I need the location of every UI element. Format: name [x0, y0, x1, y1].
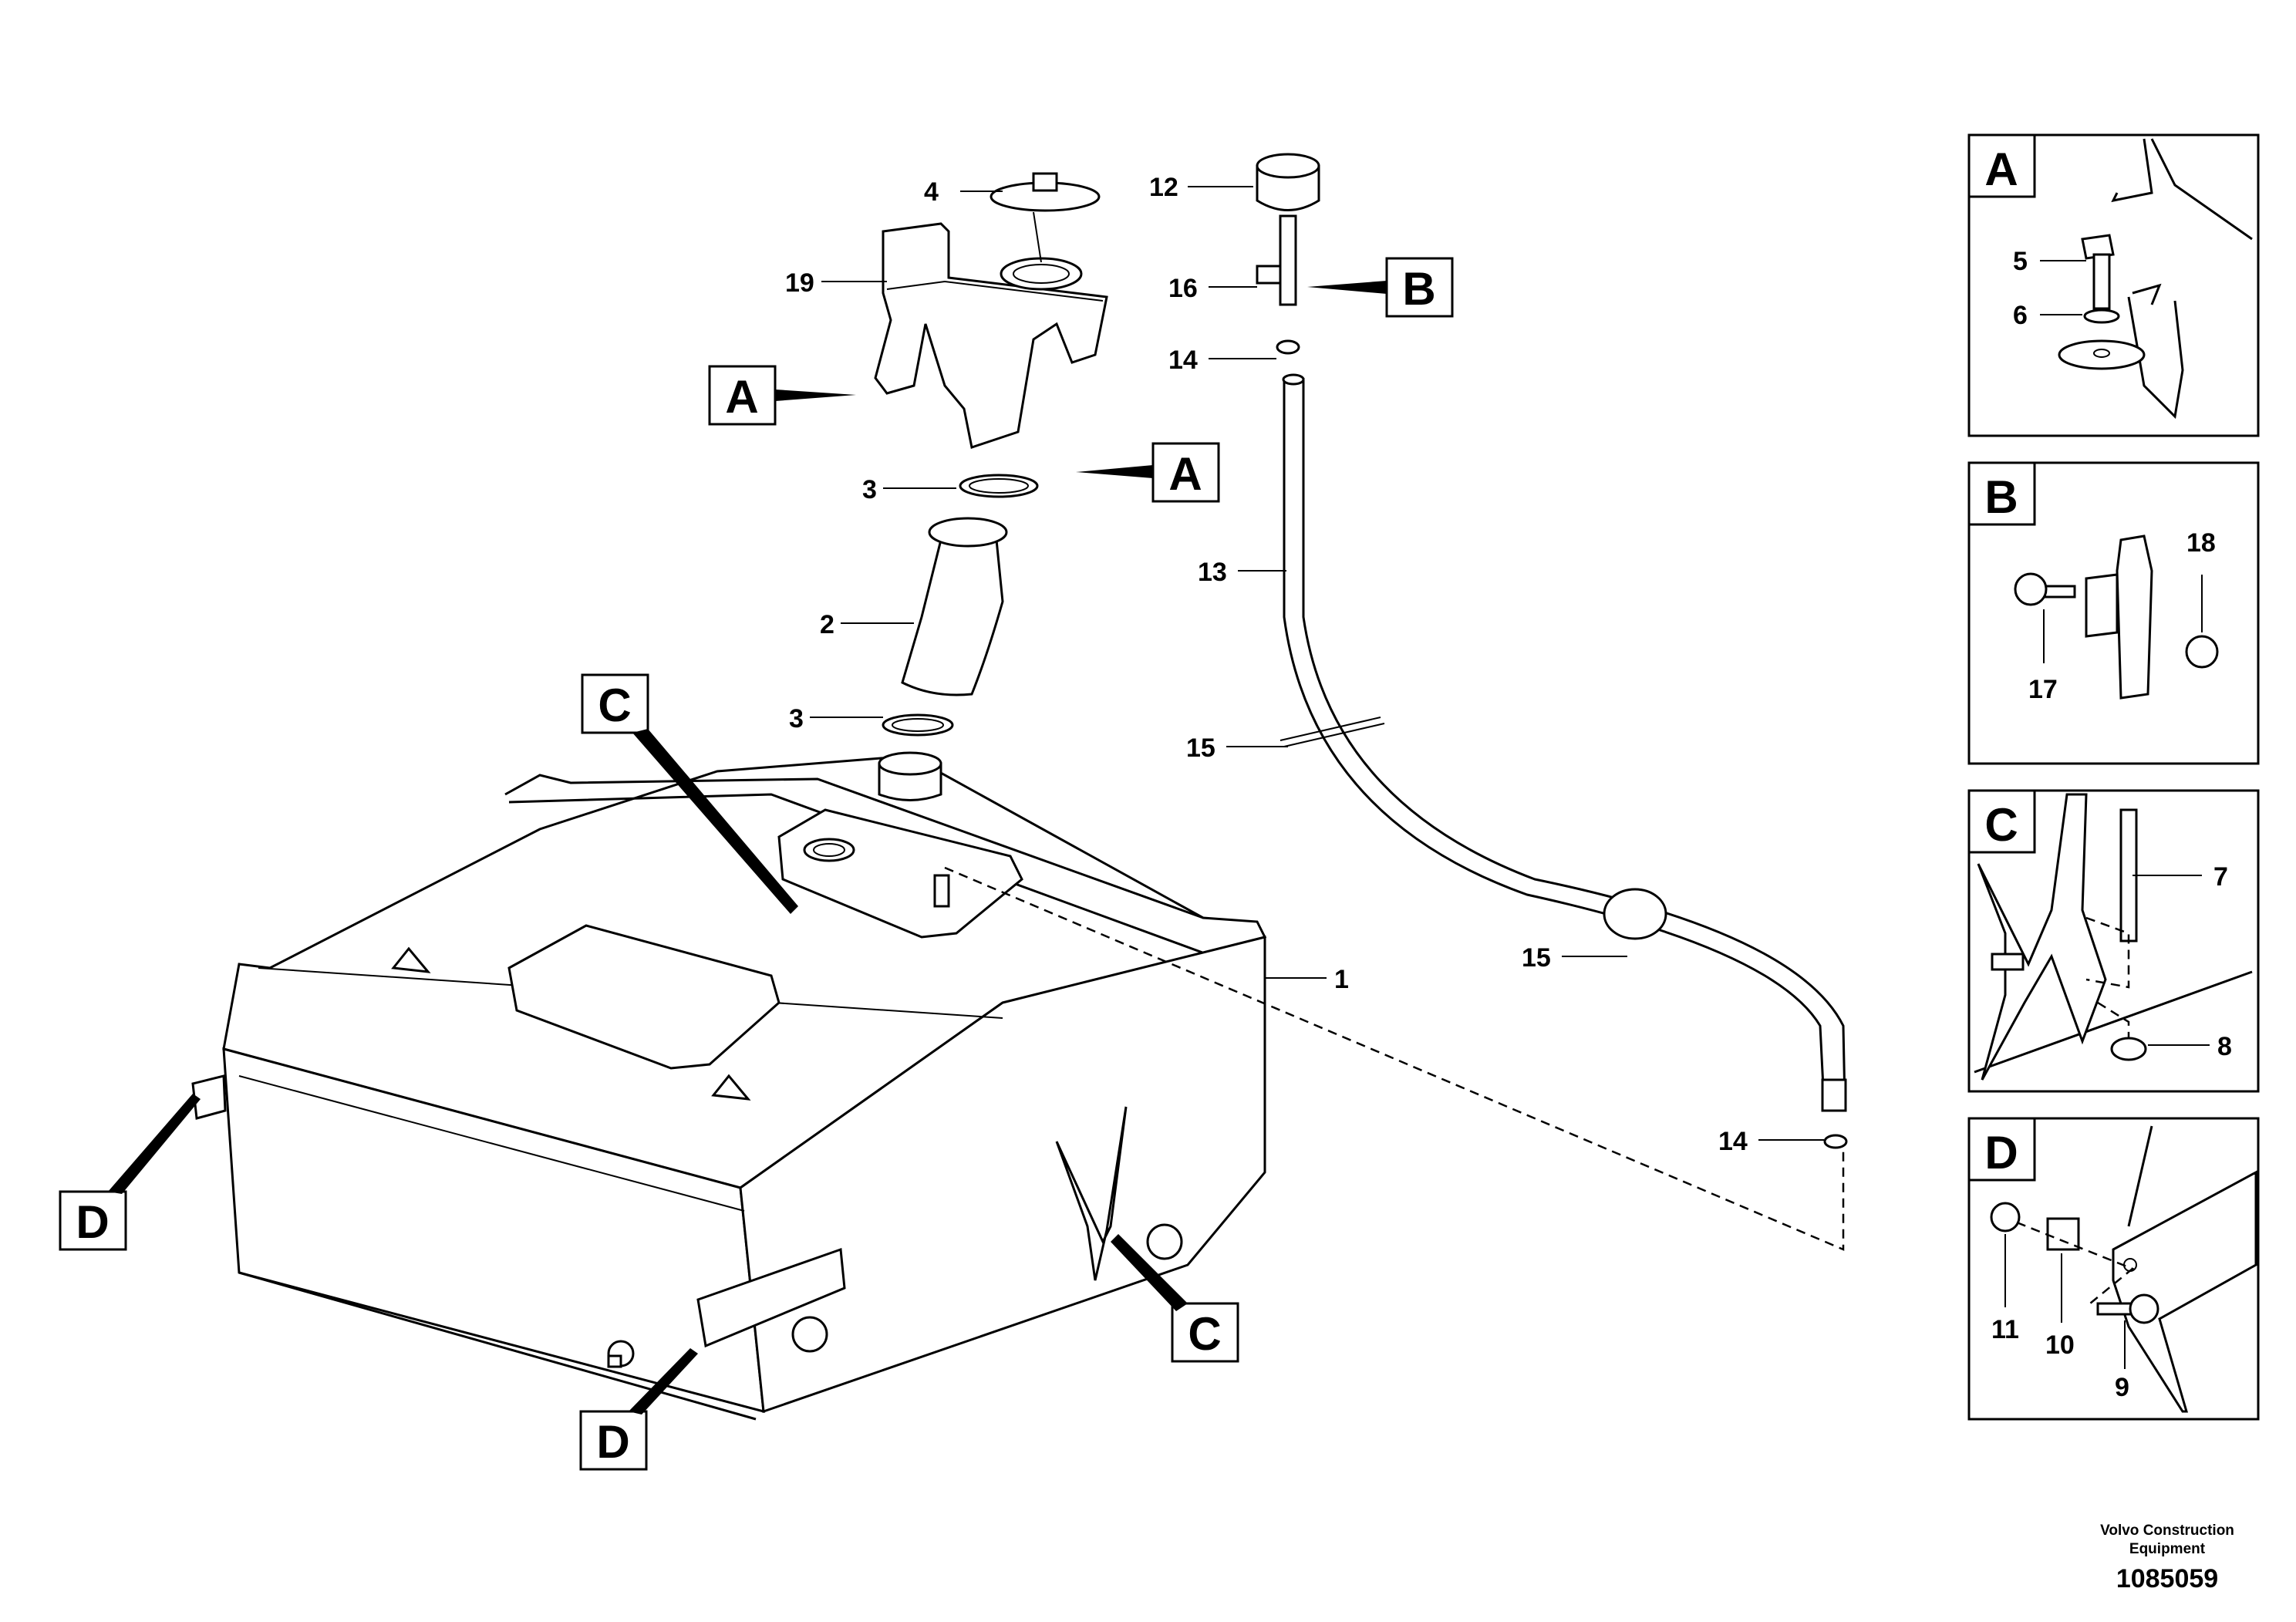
- callout-6: 6: [2013, 301, 2028, 330]
- panel-c-letter: C: [1984, 799, 2018, 851]
- vent-line: [1256, 153, 1848, 1149]
- callout-11: 11: [1991, 1315, 2019, 1344]
- footer-company: Volvo Construction: [2100, 1523, 2234, 1539]
- ref-d-left: D: [76, 1196, 109, 1248]
- callout-2: 2: [820, 610, 834, 639]
- detail-panel-b: B 17 18: [1967, 461, 2260, 765]
- callout-15-lower: 15: [1522, 943, 1551, 973]
- ref-b: B: [1402, 263, 1435, 315]
- callout-14-top: 14: [1168, 346, 1198, 375]
- callout-8: 8: [2217, 1032, 2232, 1061]
- ref-d-bottom: D: [596, 1416, 629, 1468]
- detail-panel-c: C 7 8: [1967, 789, 2260, 1093]
- callout-4: 4: [924, 177, 939, 207]
- reference-markers: A A B C C D D: [59, 257, 1454, 1471]
- footer: Volvo Construction Equipment 1085059: [2100, 1523, 2234, 1593]
- panel-a-letter: A: [1984, 143, 2018, 195]
- callout-14-bottom: 14: [1718, 1127, 1748, 1156]
- callout-1: 1: [1334, 965, 1349, 994]
- ref-a-upper: A: [725, 371, 758, 423]
- footer-company-2: Equipment: [2129, 1541, 2206, 1557]
- ref-a-right: A: [1168, 448, 1202, 500]
- callout-15-upper: 15: [1186, 733, 1215, 763]
- callout-10: 10: [2045, 1330, 2075, 1360]
- callout-3-lower: 3: [789, 704, 804, 733]
- hidden-line: [944, 866, 1845, 1251]
- callout-9: 9: [2115, 1373, 2129, 1402]
- detail-panel-d: D 11 10 9: [1967, 1117, 2260, 1421]
- callout-18: 18: [2186, 528, 2216, 558]
- fuel-tank: [191, 751, 1267, 1421]
- callout-16: 16: [1168, 274, 1198, 303]
- callout-3-upper: 3: [862, 475, 877, 504]
- callout-leaders: 4 19 3 2 3 12 16 14 13 15 15 14 1: [785, 173, 1824, 1156]
- callout-17: 17: [2028, 675, 2058, 704]
- callout-13: 13: [1198, 558, 1227, 587]
- detail-panel-a: A 5 6: [1967, 133, 2260, 437]
- panel-d-letter: D: [1984, 1127, 2018, 1179]
- callout-19: 19: [785, 268, 814, 298]
- ref-c-upper: C: [598, 679, 631, 731]
- callout-5: 5: [2013, 247, 2028, 276]
- filler-assembly: [874, 172, 1108, 737]
- callout-7: 7: [2213, 862, 2228, 892]
- drawing-number: 1085059: [2116, 1564, 2218, 1593]
- panel-b-letter: B: [1984, 471, 2018, 523]
- ref-c-lower: C: [1188, 1308, 1221, 1360]
- callout-12: 12: [1149, 173, 1178, 202]
